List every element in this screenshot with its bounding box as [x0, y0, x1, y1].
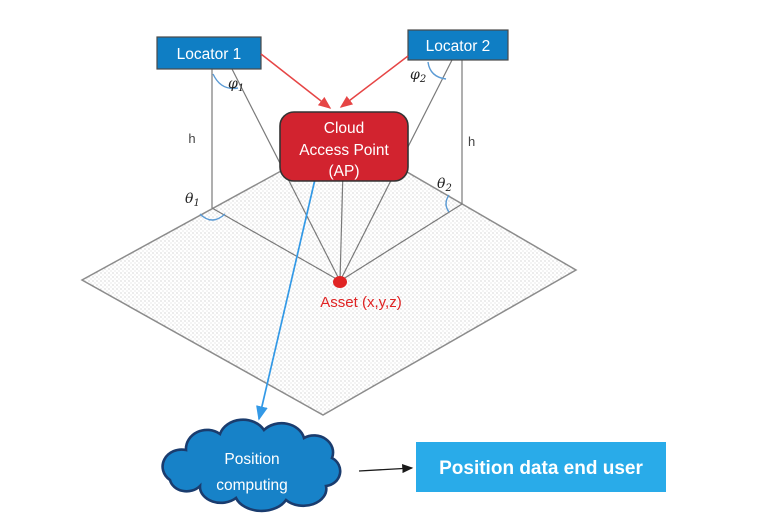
height1-label: h: [188, 131, 195, 146]
height2-label: h: [468, 134, 475, 149]
foot1-asset-line: [211, 207, 341, 282]
phi2-arc: [427, 61, 447, 80]
ap-label-line2: Access Point: [299, 142, 389, 159]
foot2-asset-line: [339, 203, 463, 282]
red-arrow-locator1-ap: [260, 53, 332, 109]
theta2-label: θ2: [437, 176, 452, 194]
blue-link-line: [256, 174, 317, 421]
end-user-label: Position data end user: [439, 458, 643, 479]
phi1-label: φ1: [228, 76, 244, 94]
floor-plane: [80, 135, 578, 416]
asset-label: Asset (x,y,z): [320, 294, 401, 311]
asset-dot: [333, 276, 347, 288]
ap-asset-line: [339, 169, 344, 282]
phi2-label: φ2: [410, 67, 426, 85]
position-cloud: [161, 418, 342, 513]
theta1-arc: [199, 213, 226, 221]
theta1-label: θ1: [185, 191, 200, 209]
ap-label-line1: Cloud: [324, 120, 365, 137]
locator1-label: Locator 1: [177, 46, 242, 63]
ap-box: [279, 111, 409, 182]
cloud-label-line1: Position: [224, 451, 279, 468]
locator2-box: [407, 29, 509, 61]
red-arrow-locator2-ap: [339, 55, 409, 108]
locator1-box: [156, 36, 262, 70]
theta2-arc: [445, 194, 450, 213]
cloud-label-line2: computing: [216, 477, 288, 494]
locator2-label: Locator 2: [426, 38, 491, 55]
ap-label-line3: (AP): [329, 163, 360, 180]
cloud-to-enduser-arrow: [358, 464, 414, 474]
phi1-arc: [212, 73, 239, 90]
end-user-box: [416, 442, 666, 492]
